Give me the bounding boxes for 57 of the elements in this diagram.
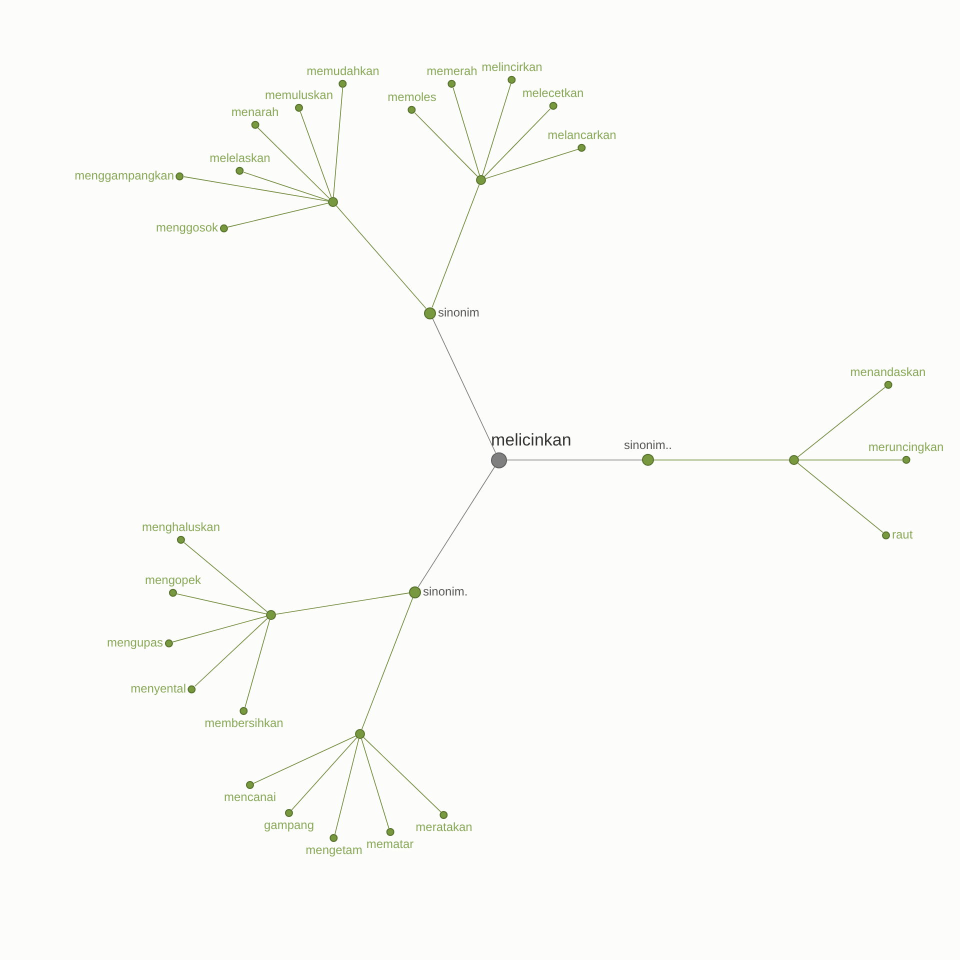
connector-line [361,597,414,730]
connector-line [432,318,496,454]
connector-line [227,202,329,228]
connector-line [432,184,480,308]
node-label: mematar [366,838,414,852]
node-label: gampang [264,819,314,832]
node-label: meratakan [416,821,472,834]
connector-line [361,738,390,829]
node-label: menggampangkan [74,169,174,183]
connector-line [243,172,329,201]
node-label: memoles [388,90,436,104]
node-label: memerah [426,64,478,78]
connector-line [797,462,884,533]
node-label: raut [892,528,913,542]
connector-line [184,542,268,612]
connector-line [336,205,426,309]
connector-line [300,111,332,198]
connector-line [244,619,270,708]
node-label: mencanai [224,791,276,804]
node-label: membersihkan [204,717,284,730]
node-label: menggosok [156,221,218,235]
node-label: menarah [231,106,279,119]
connector-line [253,736,356,784]
node-label: meruncingkan [868,440,944,454]
node-label: melancarkan [548,128,616,142]
connector-line [333,88,344,198]
connector-line [334,738,360,835]
connector-line [414,112,478,177]
connector-line [484,108,551,177]
node-label: mengupas [106,636,163,650]
node-label: melincirkan [482,60,542,74]
node-label: menandaskan [850,366,926,379]
connector-line [276,592,410,615]
connector-line [418,466,496,588]
connector-line [798,387,886,458]
connector-line [257,127,330,199]
node-label: melelaskan [210,152,270,165]
connector-line [184,176,328,202]
connector-line [291,737,358,810]
node-label: memuluskan [264,88,334,102]
connector-line [194,618,268,687]
node-label: melecetkan [522,86,584,100]
node-label: sinonim [438,306,480,320]
connector-line [172,616,267,642]
node-label: memudahkan [306,64,380,78]
connector-line [176,593,267,614]
connector-line [485,148,579,179]
node-label: menyental [130,682,186,696]
node-label: mengetam [306,844,362,858]
node-label: sinonim. [423,585,468,599]
connector-line [482,83,512,176]
node-label: sinonim.. [624,438,672,452]
node-label: menghaluskan [142,520,220,534]
connector-line [363,737,442,813]
connector-line [452,87,480,176]
node-label: melicinkan [491,431,572,450]
node-label: mengopek [144,574,202,587]
